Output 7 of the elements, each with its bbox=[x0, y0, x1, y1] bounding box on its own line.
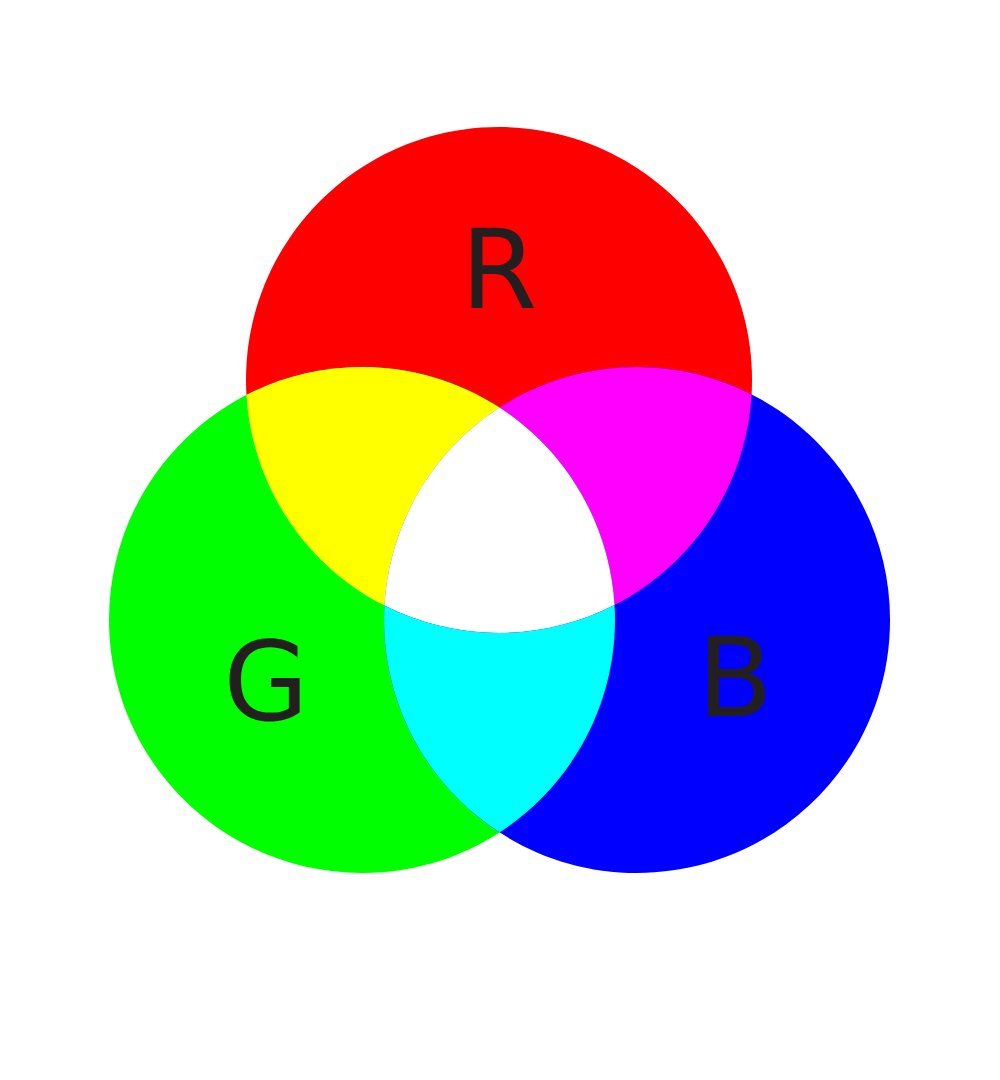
letter-label: B bbox=[708, 635, 765, 716]
overlap-region bbox=[384, 605, 615, 833]
overlap-region bbox=[246, 367, 500, 606]
letter-label: G bbox=[229, 638, 300, 722]
overlap-region bbox=[499, 367, 752, 606]
center-region bbox=[384, 407, 615, 633]
letter-label: R bbox=[471, 227, 535, 308]
